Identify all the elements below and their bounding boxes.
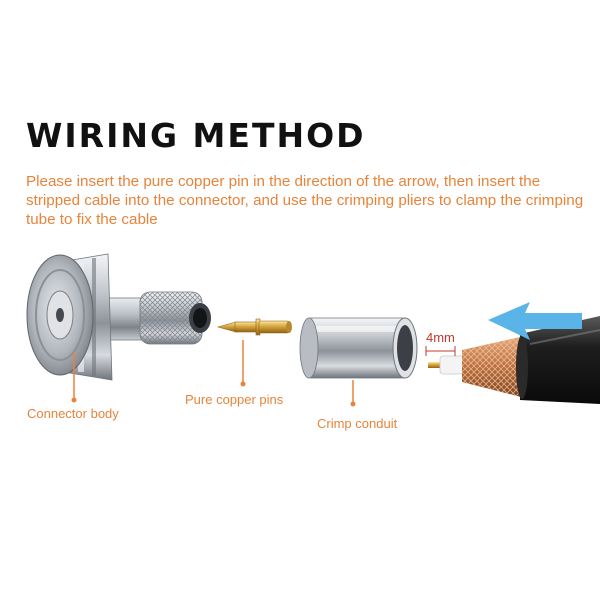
crimp-conduit-label: Crimp conduit — [317, 416, 398, 431]
copper-pin — [216, 318, 292, 336]
instructions-text: Please insert the pure copper pin in the… — [26, 173, 584, 228]
crimp-tube — [299, 317, 418, 379]
strip-length-label: 4mm — [426, 330, 455, 345]
insert-direction-arrow-icon — [488, 302, 582, 340]
label-pointers — [71, 340, 356, 407]
bnc-connector-body — [26, 253, 211, 381]
section-title: WIRING METHOD — [26, 116, 366, 155]
strip-length-dimension: 4mm — [425, 330, 456, 356]
copper-pins-label: Pure copper pins — [185, 392, 284, 407]
coaxial-cable — [428, 316, 600, 404]
connector-body-label: Connector body — [27, 406, 119, 421]
